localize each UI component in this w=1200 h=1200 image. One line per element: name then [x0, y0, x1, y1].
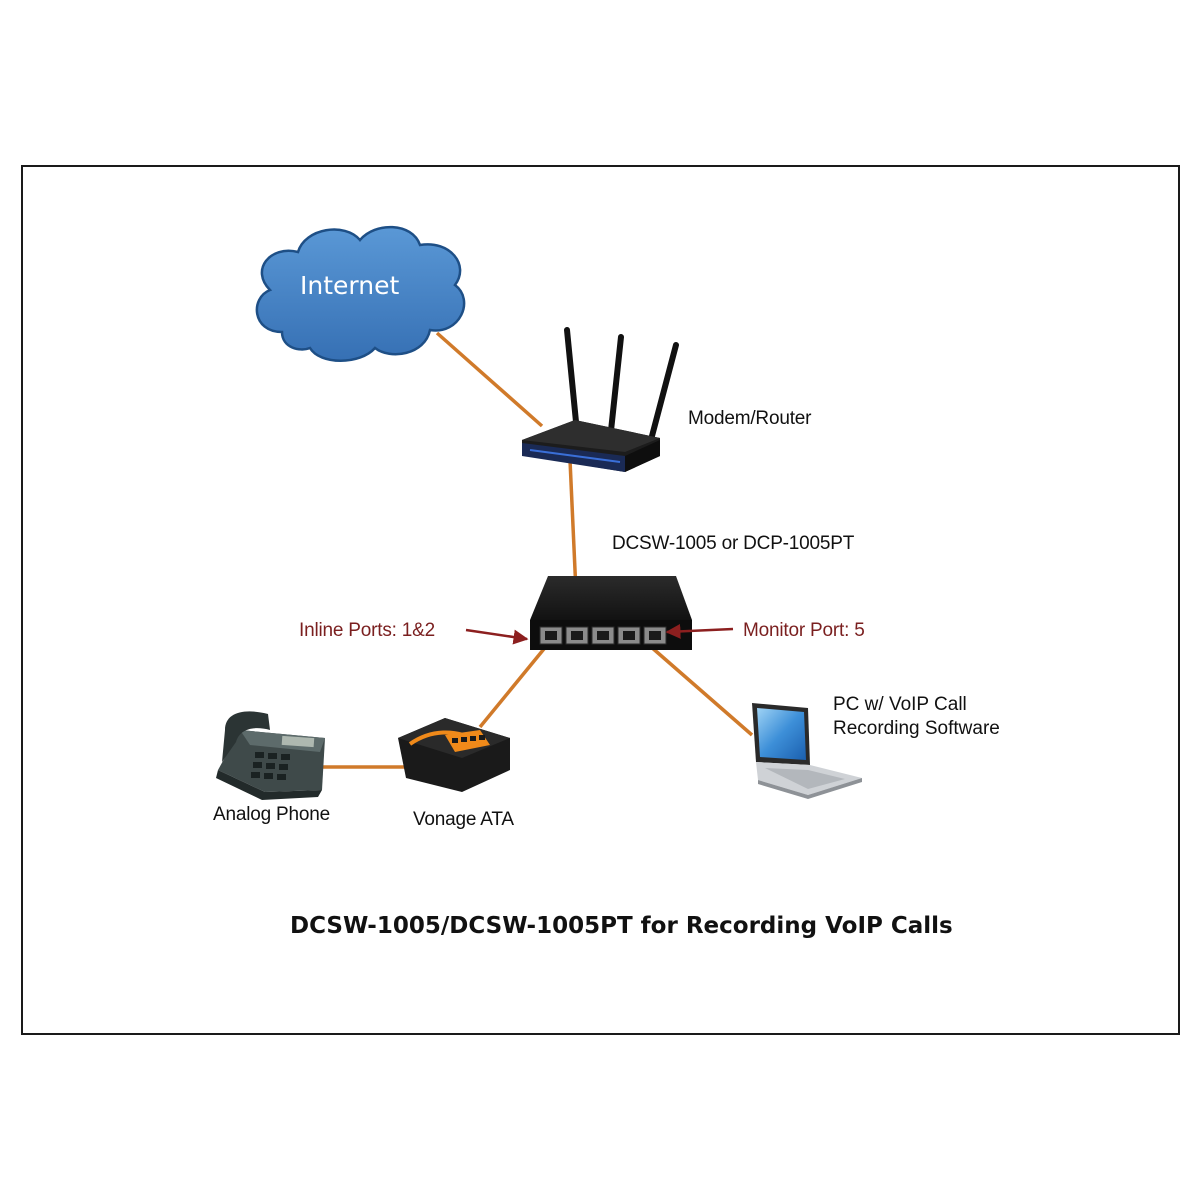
switch-icon [530, 576, 692, 650]
router-icon [522, 327, 679, 472]
pc-label-line2: Recording Software [833, 718, 1000, 739]
inline-ports-arrow [465, 628, 529, 645]
internet-cloud-icon [255, 225, 466, 362]
inline-ports-label: Inline Ports: 1&2 [299, 620, 436, 641]
monitor-port-arrow [665, 623, 734, 639]
cable-switch-ata [478, 642, 550, 729]
diagram-caption: DCSW-1005/DCSW-1005PT for Recording VoIP… [290, 913, 953, 939]
pc-label-line1: PC w/ VoIP Call [833, 694, 967, 715]
cable-switch-pc [648, 644, 754, 737]
monitor-port-label: Monitor Port: 5 [743, 620, 865, 641]
vonage-ata-label: Vonage ATA [413, 809, 514, 830]
cable-internet-router [435, 331, 544, 428]
laptop-icon [752, 703, 862, 799]
router-label: Modem/Router [688, 408, 812, 429]
analog-phone-label: Analog Phone [213, 804, 330, 825]
vonage-ata-icon [398, 718, 510, 792]
pc-label: PC w/ VoIP Call Recording Software [833, 693, 1000, 741]
switch-label: DCSW-1005 or DCP-1005PT [612, 533, 855, 554]
internet-label: Internet [300, 271, 400, 300]
analog-phone-icon [216, 711, 325, 800]
